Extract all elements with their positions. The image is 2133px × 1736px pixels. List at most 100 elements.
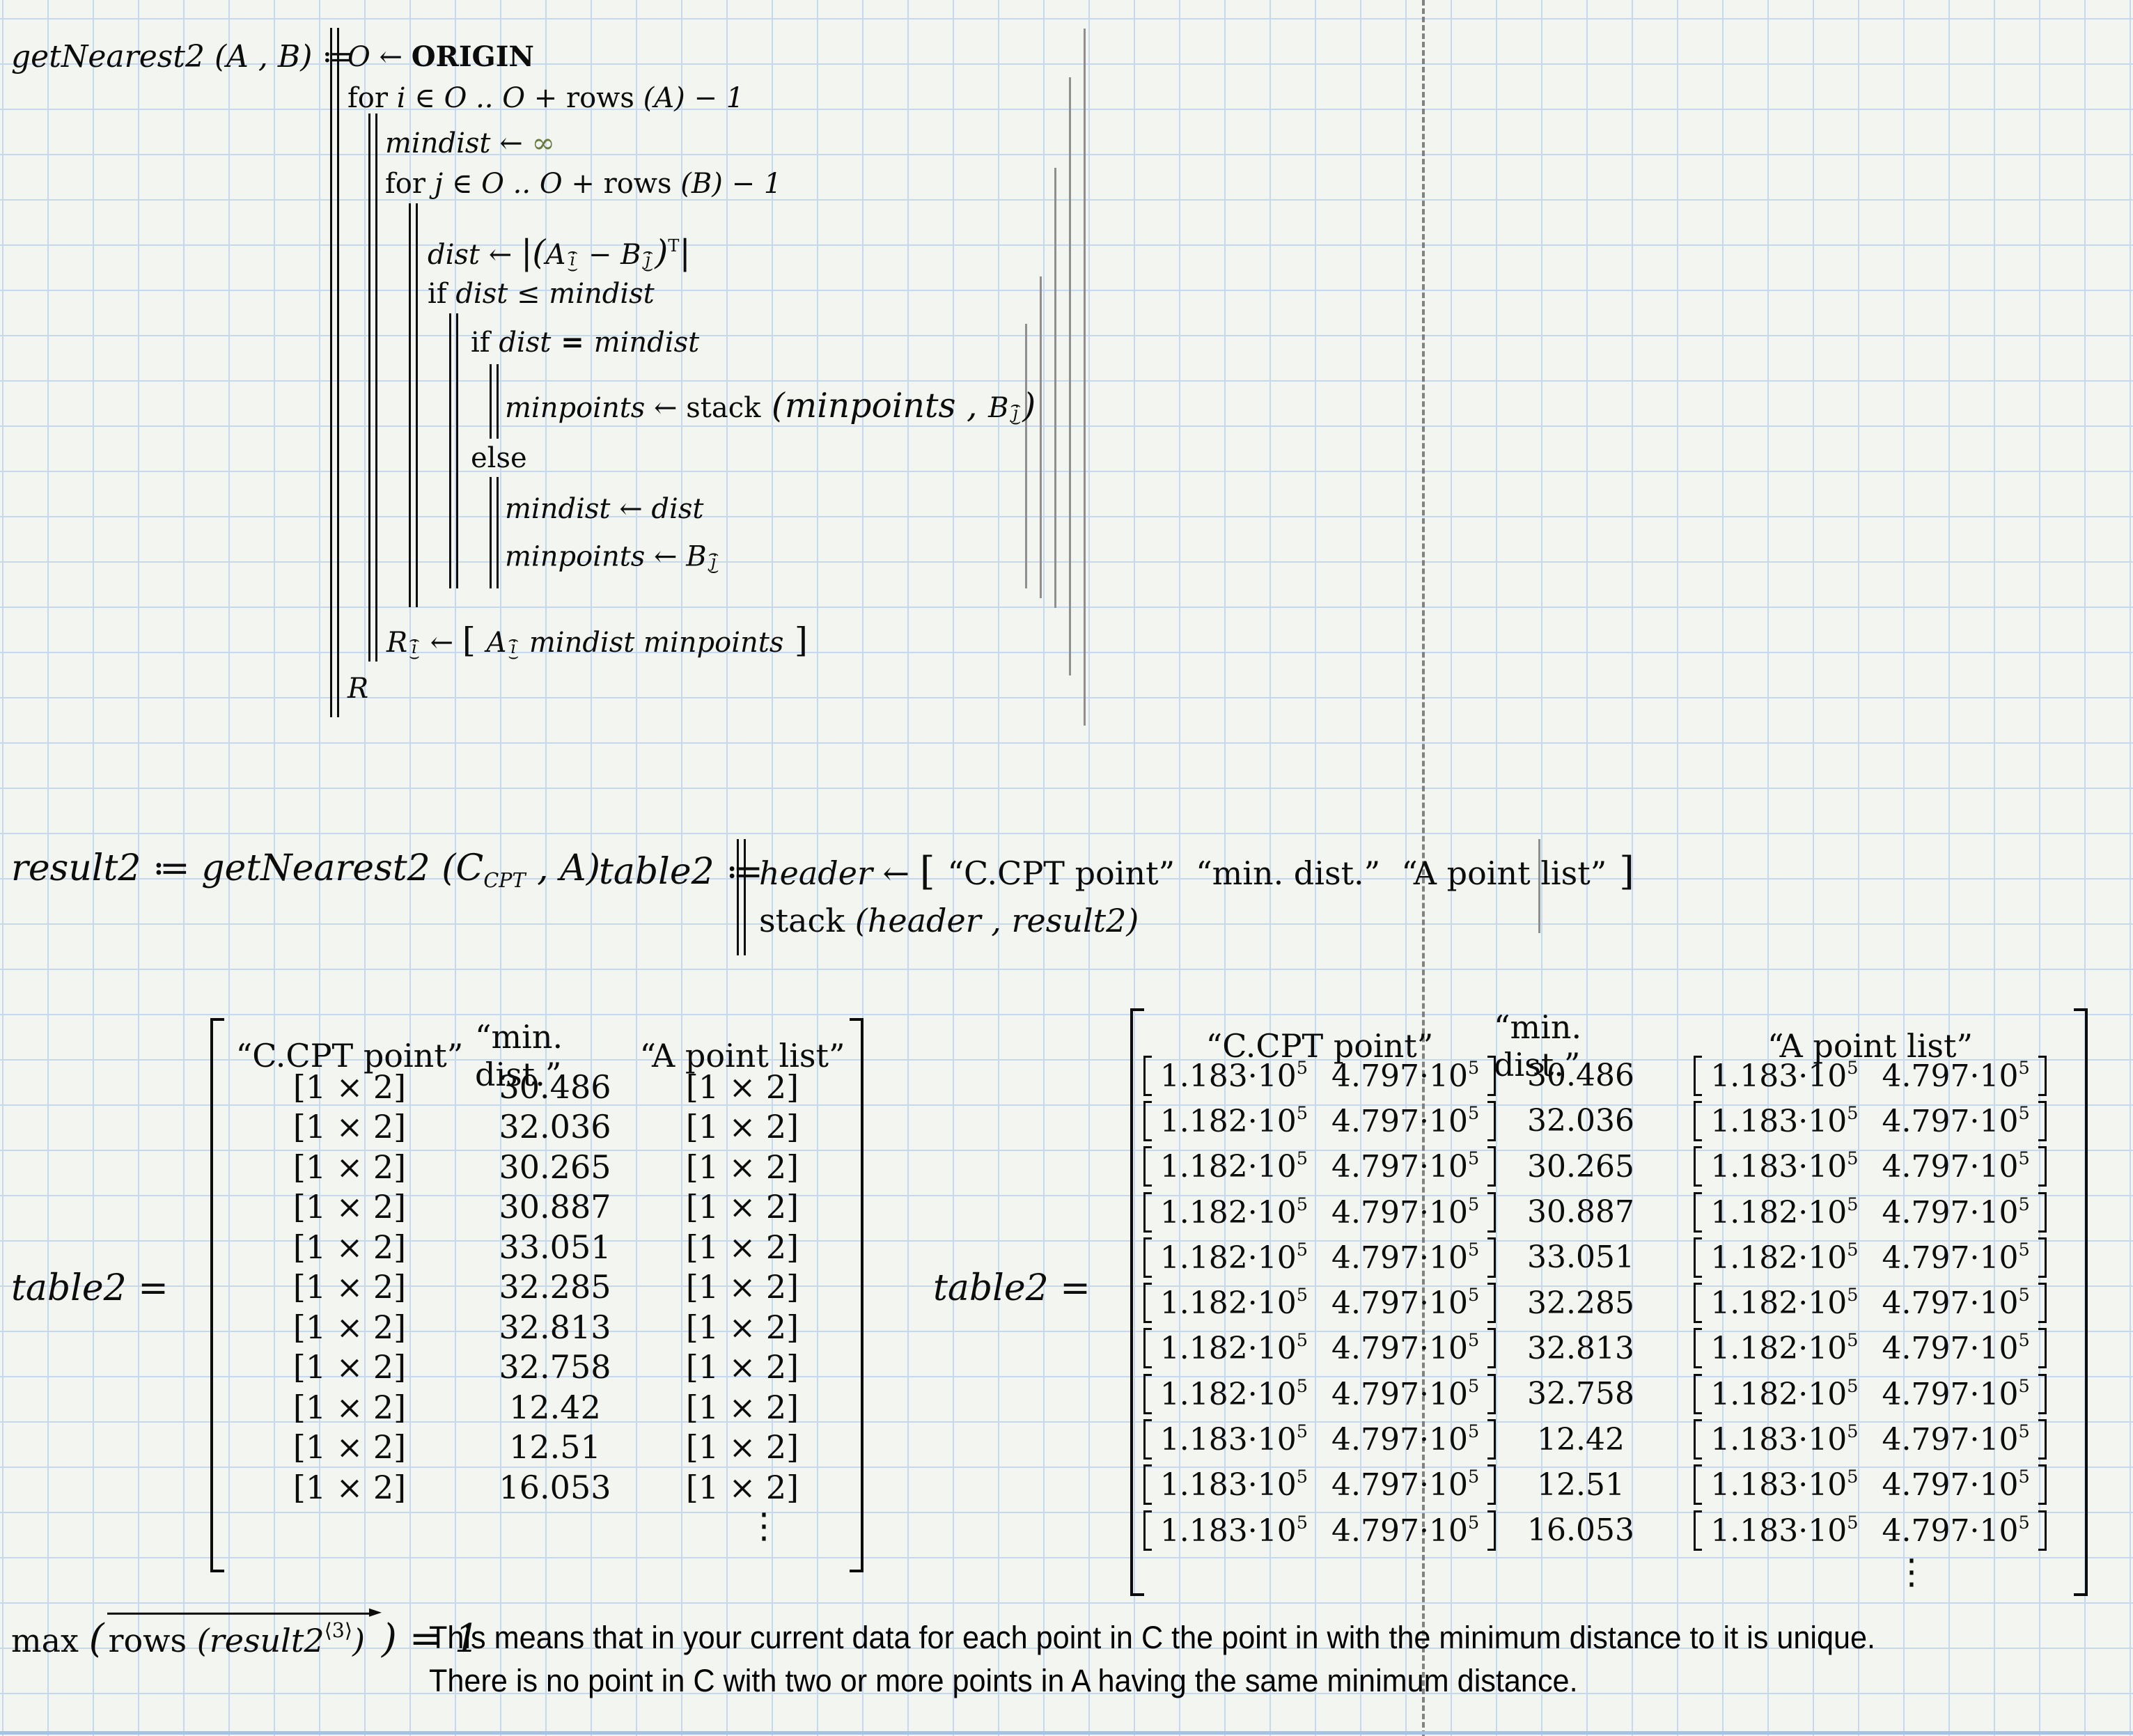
matrix-left-bracket <box>1143 1373 1152 1414</box>
abs-bar: | <box>520 233 533 273</box>
exponent: 5 <box>1847 1194 1859 1215</box>
line-else[interactable]: else <box>471 442 527 474</box>
line-mindist-dist[interactable]: mindist ← dist <box>505 493 704 525</box>
exponent: 5 <box>1467 1421 1480 1443</box>
line-for-j[interactable]: for j ∈ O .. O + rows (B) − 1 <box>385 170 781 198</box>
power-of-ten: ·10 <box>1419 1467 1468 1503</box>
matrix-b: B <box>620 239 641 272</box>
result2-definition[interactable]: result2 ≔ getNearest2 (CCPT , A) <box>11 850 600 891</box>
mantissa: 1.182 <box>1159 1285 1248 1322</box>
open-bracket: [ <box>919 848 948 894</box>
line-r-assign[interactable]: R⌢i⌣ ← [ A⌢i⌣ mindist minpoints ] <box>386 623 808 664</box>
cell-distance: 32.036 <box>1527 1103 1634 1139</box>
origin-keyword: ORIGIN <box>411 40 534 73</box>
line-mindist-init[interactable]: mindist ← ∞ <box>385 130 555 157</box>
hat-icon: ⌢ <box>508 629 519 649</box>
cell-distance: 32.758 <box>1527 1376 1634 1412</box>
line-if-eq[interactable]: if dist = mindist <box>471 329 699 357</box>
scientific-number: 1.183·105 <box>1710 1467 1858 1503</box>
mantissa: 4.797 <box>1331 1376 1419 1412</box>
scientific-number: 4.797·105 <box>1331 1467 1479 1503</box>
matrix-right-bracket <box>2038 1373 2047 1414</box>
column-index: j <box>1013 402 1019 423</box>
cell-distance: 16.053 <box>1527 1512 1634 1549</box>
cell-matrix-size: [1 × 2] <box>292 1308 407 1346</box>
line-if-le[interactable]: if dist ≤ mindist <box>428 280 655 308</box>
line-for-i[interactable]: for i ∈ O .. O + rows (A) − 1 <box>347 84 744 112</box>
abs-bar: | <box>679 233 691 273</box>
scientific-number: 4.797·105 <box>1882 1240 2030 1276</box>
exponent: 5 <box>1847 1285 1859 1306</box>
power-of-ten: ·10 <box>1247 1467 1297 1503</box>
cell-matrix-size: [1 × 2] <box>685 1068 799 1106</box>
line-stack-minpoints[interactable]: minpoints ← stack (minpoints , B⌢j⌣) <box>505 389 1036 430</box>
table-row: [1 × 2]32.285[1 × 2] <box>224 1267 850 1308</box>
program-close-bar <box>1069 77 1071 675</box>
table2-label: table2 = <box>933 1267 1091 1309</box>
mantissa: 4.797 <box>1331 1331 1419 1367</box>
mantissa: 1.182 <box>1710 1194 1799 1230</box>
table-row: [1 × 2]30.265[1 × 2] <box>224 1147 850 1187</box>
row-vector-items: mindist minpoints <box>520 627 784 659</box>
matrix-right-bracket <box>1487 1510 1497 1551</box>
exponent: 5 <box>1296 1239 1308 1260</box>
column-operator: ⌢j⌣ <box>1010 396 1021 430</box>
exponent: 5 <box>1467 1330 1480 1352</box>
matrix-right-bracket <box>1487 1191 1497 1233</box>
power-of-ten: ·10 <box>1798 1285 1847 1322</box>
matrix-b: B <box>686 540 707 573</box>
column-index: i <box>412 637 417 657</box>
matrix-a: A <box>545 239 566 272</box>
matrix-right-bracket <box>2038 1191 2047 1233</box>
power-of-ten: ·10 <box>1798 1058 1847 1094</box>
cell-matrix-size: [1 × 2] <box>685 1188 799 1226</box>
explanation-text-line2[interactable]: There is no point in C with two or more … <box>429 1663 1578 1698</box>
scientific-number: 4.797·105 <box>1882 1512 2030 1549</box>
table2-def-lhs[interactable]: table2 ≔ <box>599 851 763 893</box>
exponent: 5 <box>1296 1421 1308 1443</box>
line-origin[interactable]: O ← ORIGIN <box>347 40 534 73</box>
scientific-number: 1.182·105 <box>1710 1240 1858 1276</box>
mantissa: 1.182 <box>1159 1331 1248 1367</box>
uniqueness-check-equation[interactable]: max (rows (result2⟨3⟩)) = 1 <box>11 1608 479 1660</box>
rows-function: rows <box>603 168 672 200</box>
table-row: [1 × 2]12.51[1 × 2] <box>224 1428 850 1468</box>
matrix-left-bracket <box>1143 1510 1152 1551</box>
mantissa: 4.797 <box>1882 1512 1970 1549</box>
exponent: 5 <box>2018 1467 2030 1488</box>
line-header-assign[interactable]: header ← [ “C.CPT point”“min. dist.”“A p… <box>759 852 1634 891</box>
line-minpoints-b[interactable]: minpoints ← B⌢j⌣ <box>505 540 720 579</box>
mantissa: 4.797 <box>1331 1194 1419 1230</box>
program-bar <box>330 28 339 717</box>
exponent: 5 <box>1847 1148 1859 1170</box>
mantissa: 4.797 <box>1331 1149 1419 1185</box>
max-function: max <box>11 1622 89 1660</box>
line-return-r[interactable]: R <box>347 673 369 705</box>
result2-rhs: , A) <box>525 847 600 890</box>
scientific-number: 4.797·105 <box>1331 1512 1479 1549</box>
exponent: 5 <box>2018 1057 2030 1079</box>
line-dist[interactable]: dist ← |(A⌢i⌣ − B⌢j⌣)T| <box>428 233 691 276</box>
cell-matrix-size: [1 × 2] <box>292 1108 407 1146</box>
matrix-left-bracket <box>1143 1055 1152 1096</box>
line-stack-header[interactable]: stack (header , result2) <box>759 905 1139 937</box>
matrix-left-bracket <box>1694 1100 1703 1141</box>
scientific-number: 4.797·105 <box>1882 1148 2030 1184</box>
function-definition-lhs[interactable]: getNearest2 (A , B) ≔ <box>11 39 354 75</box>
matrix-left-bracket <box>1143 1328 1152 1369</box>
explanation-text-line1[interactable]: This means that in your current data for… <box>429 1620 1876 1655</box>
scientific-number: 4.797·105 <box>1882 1285 2030 1321</box>
mantissa: 4.797 <box>1331 1103 1419 1139</box>
cell-distance: 12.42 <box>1537 1421 1625 1457</box>
power-of-ten: ·10 <box>1798 1149 1847 1185</box>
table-row: [1 × 2]32.036[1 × 2] <box>224 1107 850 1148</box>
exponent: 5 <box>2018 1512 2030 1533</box>
